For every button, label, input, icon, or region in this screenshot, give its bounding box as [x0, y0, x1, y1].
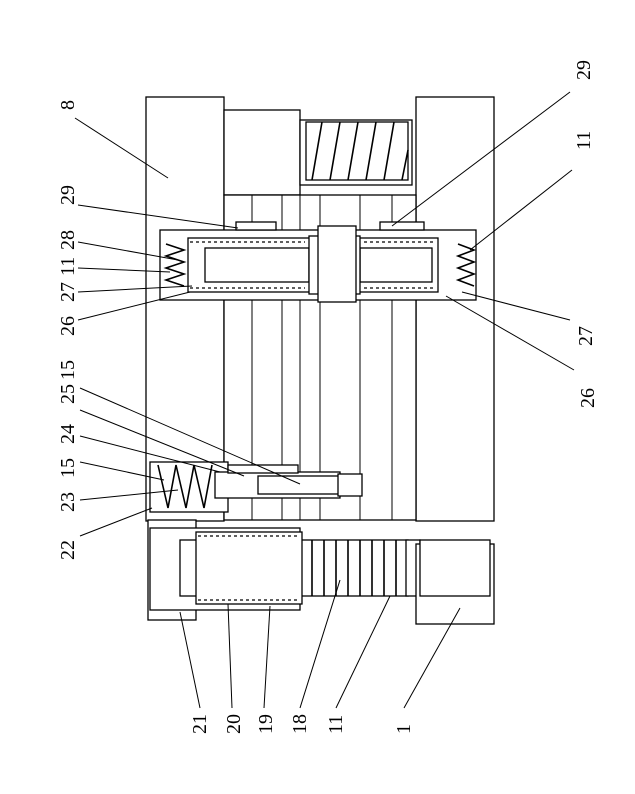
label-11-lower: 11: [325, 715, 347, 734]
middle-shaft-assembly: [149, 461, 363, 513]
label-19: 19: [255, 714, 277, 734]
label-20: 20: [223, 714, 245, 734]
label-11-upper: 11: [57, 257, 79, 276]
label-1: 1: [393, 724, 415, 734]
label-25: 25: [57, 384, 79, 404]
label-8: 8: [57, 100, 79, 110]
label-24: 24: [57, 424, 79, 444]
leader-lines: [74, 91, 575, 709]
top-screw: [305, 121, 409, 181]
label-21: 21: [189, 714, 211, 734]
upper-roller-assembly: [159, 221, 477, 303]
label-22: 22: [57, 540, 79, 560]
label-29-left: 29: [57, 185, 79, 205]
bottom-roller-assembly: [147, 519, 495, 625]
label-26-right: 26: [577, 388, 599, 408]
label-15-middle: 15: [57, 458, 79, 478]
label-18: 18: [289, 714, 311, 734]
label-27-right: 27: [575, 326, 597, 346]
label-29-right: 29: [573, 60, 595, 80]
label-26-left: 26: [57, 316, 79, 336]
label-23: 23: [57, 492, 79, 512]
label-15-top: 15: [57, 360, 79, 380]
label-11-right: 11: [573, 131, 595, 150]
reference-numerals: 8 29 28 11 27 26 15 25 24 15 23 22 21 20…: [57, 60, 599, 734]
label-27-left: 27: [57, 282, 79, 302]
label-28: 28: [57, 230, 79, 250]
